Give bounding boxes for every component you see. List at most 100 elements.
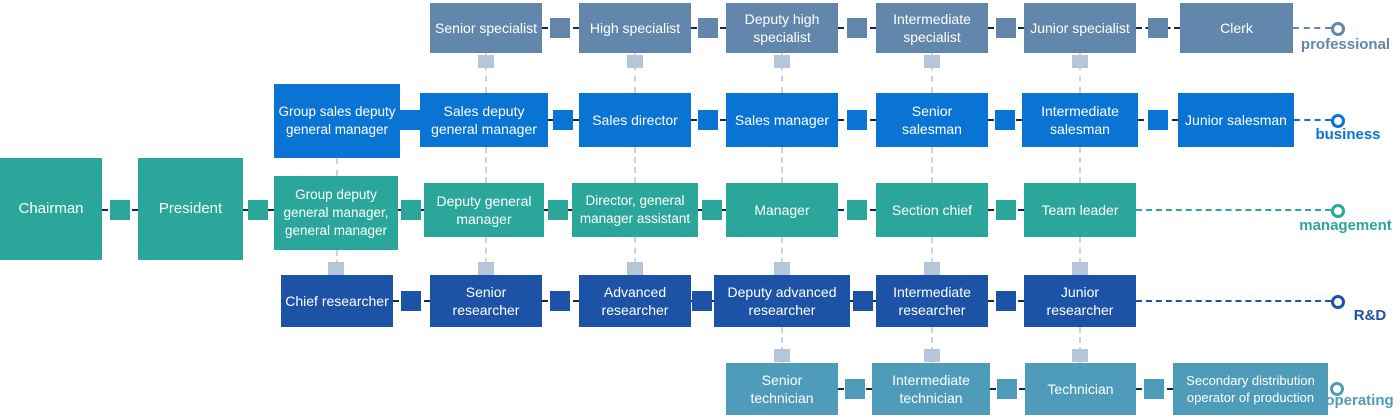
track-endpoint-circle [1331,22,1345,36]
box-sales-manager: Sales manager [726,93,838,147]
connector-square [110,200,130,220]
box-manager: Manager [726,183,838,237]
connector-nub [1072,349,1088,362]
box-intermediate-salesman: Intermediate salesman [1022,93,1138,147]
box-team-leader: Team leader [1024,183,1136,237]
connector-nub [627,55,643,68]
connector-nub [478,262,494,275]
track-endpoint-line [1293,27,1331,29]
connector-square [692,291,712,311]
v-connector-line [634,53,636,93]
box-group-deputy-general-manager: Group deputy general manager, general ma… [274,176,398,250]
connector-nub [627,262,643,275]
connector-nub [478,55,494,68]
connector-square [401,291,421,311]
box-chairman: Chairman [0,158,102,260]
box-section-chief: Section chief [876,183,988,237]
connector-square [400,110,420,130]
connector-square [996,291,1016,311]
connector-nub [1072,55,1088,68]
box-senior-researcher: Senior researcher [430,275,542,327]
v-connector-line [931,147,933,183]
v-connector-line [781,147,783,183]
connector-square [847,18,867,38]
connector-nub [924,55,940,68]
connector-square [698,18,718,38]
track-label-professional: professional [1300,36,1391,53]
connector-nub [328,262,344,275]
track-endpoint-circle [1330,382,1344,396]
box-senior-salesman: Senior salesman [876,93,988,147]
v-connector-line [931,327,933,363]
connector-nub [1072,262,1088,275]
connector-square [997,379,1017,399]
connector-nub [924,349,940,362]
connector-square [1148,110,1168,130]
connector-nub [774,349,790,362]
track-endpoint-line [1136,209,1331,211]
v-connector-line [485,237,487,275]
connector-square [401,200,421,220]
connector-square [995,110,1015,130]
v-connector-line [1079,237,1081,275]
connector-square [1148,18,1168,38]
box-senior-specialist: Senior specialist [430,3,542,53]
box-deputy-high-specialist: Deputy high specialist [726,3,838,53]
box-technician: Technician [1025,363,1136,415]
box-director-general-manager-assistant: Director, general manager assistant [572,183,698,237]
track-label-rd: R&D [1353,307,1387,324]
v-connector-line [781,237,783,275]
box-intermediate-specialist: Intermediate specialist [876,3,988,53]
track-endpoint-line [1294,119,1331,121]
track-label-operating: operating [1325,392,1394,409]
connector-square [698,110,718,130]
box-secondary-distribution-operator: Secondary distribution operator of produ… [1173,363,1328,415]
box-junior-researcher: Junior researcher [1024,275,1136,327]
connector-square [847,200,867,220]
connector-nub [774,262,790,275]
connector-square [550,18,570,38]
connector-square [1144,379,1164,399]
v-connector-line [781,53,783,93]
box-junior-specialist: Junior specialist [1024,3,1136,53]
connector-square [845,379,865,399]
connector-square [553,110,573,130]
v-connector-line [485,53,487,93]
v-connector-line [634,147,636,183]
box-deputy-advanced-researcher: Deputy advanced researcher [714,275,850,327]
box-clerk: Clerk [1180,3,1293,53]
v-connector-line [781,327,783,363]
track-endpoint-circle [1331,204,1345,218]
v-connector-line [931,53,933,93]
v-connector-line [634,237,636,275]
box-sales-deputy-general-manager: Sales deputy general manager [420,93,548,147]
connector-square [853,291,873,311]
connector-nub [924,262,940,275]
box-high-specialist: High specialist [579,3,691,53]
box-group-sales-deputy-general-manager: Group sales deputy general manager [274,84,400,158]
box-intermediate-technician: Intermediate technician [872,363,990,415]
box-senior-technician: Senior technician [726,363,838,415]
track-endpoint-circle [1331,295,1345,309]
connector-square [248,200,268,220]
box-president: President [138,158,243,260]
box-sales-director: Sales director [579,93,691,147]
box-junior-salesman: Junior salesman [1178,93,1294,147]
track-endpoint-line [1136,300,1331,302]
v-connector-line [931,237,933,275]
track-endpoint-circle [1331,114,1345,128]
connector-square [847,110,867,130]
connector-square [996,18,1016,38]
connector-square [996,200,1016,220]
box-deputy-general-manager: Deputy general manager [424,183,544,237]
connector-square [702,200,722,220]
track-label-business: business [1315,126,1381,143]
connector-square [548,200,568,220]
box-chief-researcher: Chief researcher [281,275,393,327]
v-connector-line [336,158,338,176]
v-connector-line [1079,147,1081,183]
box-intermediate-researcher: Intermediate researcher [876,275,988,327]
v-connector-line [1079,327,1081,363]
track-label-management: management [1299,217,1392,234]
